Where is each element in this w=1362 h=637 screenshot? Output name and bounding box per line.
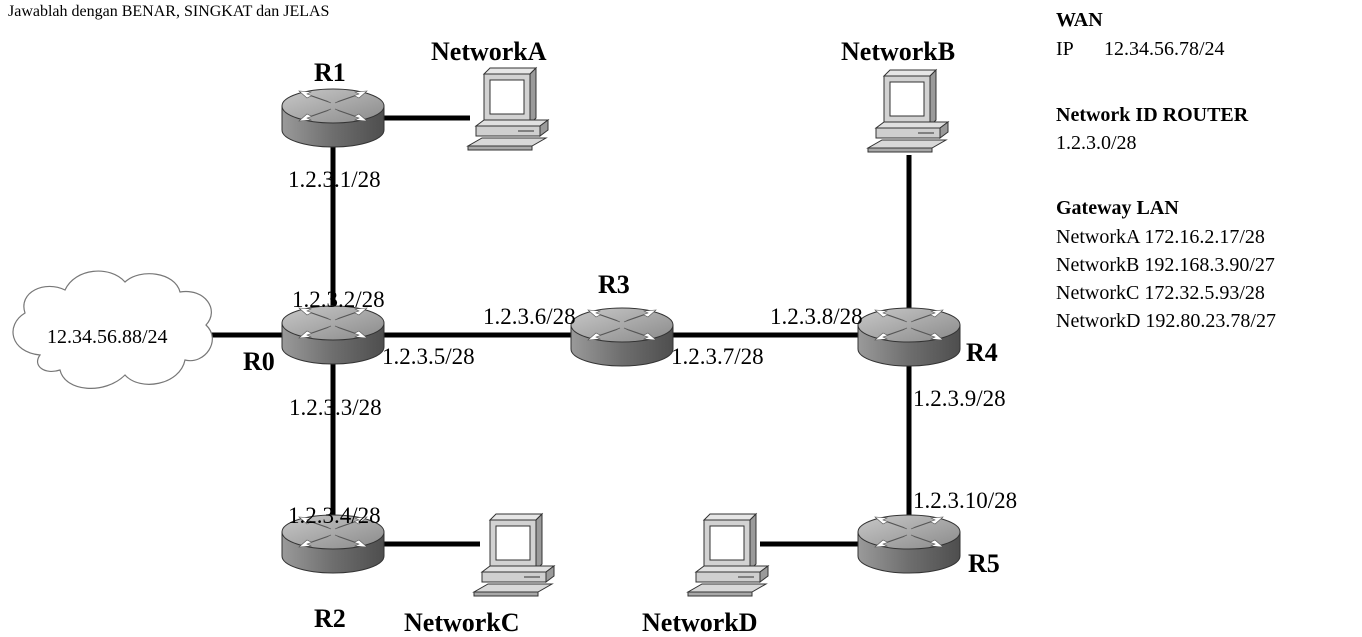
cloud-ip-label: 12.34.56.88/24 <box>47 326 168 348</box>
gateway-network-b: NetworkB 192.168.3.90/27 <box>1056 254 1275 276</box>
interface-r2-up-label: 1.2.3.4/28 <box>288 503 381 528</box>
router-r4-label: R4 <box>966 338 998 367</box>
router-r5-icon <box>857 514 961 574</box>
network-d-computer-icon <box>687 513 769 597</box>
internet-cloud: 12.34.56.88/24 <box>12 270 213 389</box>
network-b-computer-icon <box>867 69 949 153</box>
network-d-label: NetworkD <box>642 608 758 637</box>
interface-r1-down-label: 1.2.3.1/28 <box>288 167 381 192</box>
router-r1-label: R1 <box>314 58 346 87</box>
gateway-heading: Gateway LAN <box>1056 197 1179 219</box>
wan-heading: WAN <box>1056 9 1103 31</box>
router-r0-icon <box>281 305 385 365</box>
gateway-network-a: NetworkA 172.16.2.17/28 <box>1056 226 1265 248</box>
interface-r0-down-label: 1.2.3.3/28 <box>289 395 382 420</box>
network-a-computer-icon <box>467 67 549 151</box>
wan-ip-label: IP <box>1056 38 1074 60</box>
router-r3-label: R3 <box>598 270 630 299</box>
wan-ip-value: 12.34.56.78/24 <box>1104 38 1225 60</box>
router-r3-icon <box>570 307 674 367</box>
router-r5-label: R5 <box>968 549 1000 578</box>
gateway-network-c: NetworkC 172.32.5.93/28 <box>1056 282 1265 304</box>
network-b-label: NetworkB <box>841 37 955 66</box>
router-r4-icon <box>857 307 961 367</box>
interface-r3-right-label: 1.2.3.7/28 <box>671 344 764 369</box>
router-r1-icon <box>281 88 385 148</box>
gateway-network-d: NetworkD 192.80.23.78/27 <box>1056 310 1276 332</box>
interface-r3-left-label: 1.2.3.6/28 <box>483 304 576 329</box>
interface-r0-right-label: 1.2.3.5/28 <box>382 344 475 369</box>
network-a-label: NetworkA <box>431 37 547 66</box>
interface-r5-up-label: 1.2.3.10/28 <box>913 488 1017 513</box>
interface-r4-left-label: 1.2.3.8/28 <box>770 304 863 329</box>
network-c-label: NetworkC <box>404 608 520 637</box>
network-id-value: 1.2.3.0/28 <box>1056 132 1137 154</box>
instruction-text: Jawablah dengan BENAR, SINGKAT dan JELAS <box>8 3 329 20</box>
router-r0-label: R0 <box>243 347 275 376</box>
router-r2-label: R2 <box>314 604 346 633</box>
network-id-heading: Network ID ROUTER <box>1056 104 1249 126</box>
interface-r4-down-label: 1.2.3.9/28 <box>913 386 1006 411</box>
network-c-computer-icon <box>473 513 555 597</box>
interface-r0-up-label: 1.2.3.2/28 <box>292 287 385 312</box>
info-panel: WAN IP 12.34.56.78/24 Network ID ROUTER … <box>1056 9 1276 332</box>
